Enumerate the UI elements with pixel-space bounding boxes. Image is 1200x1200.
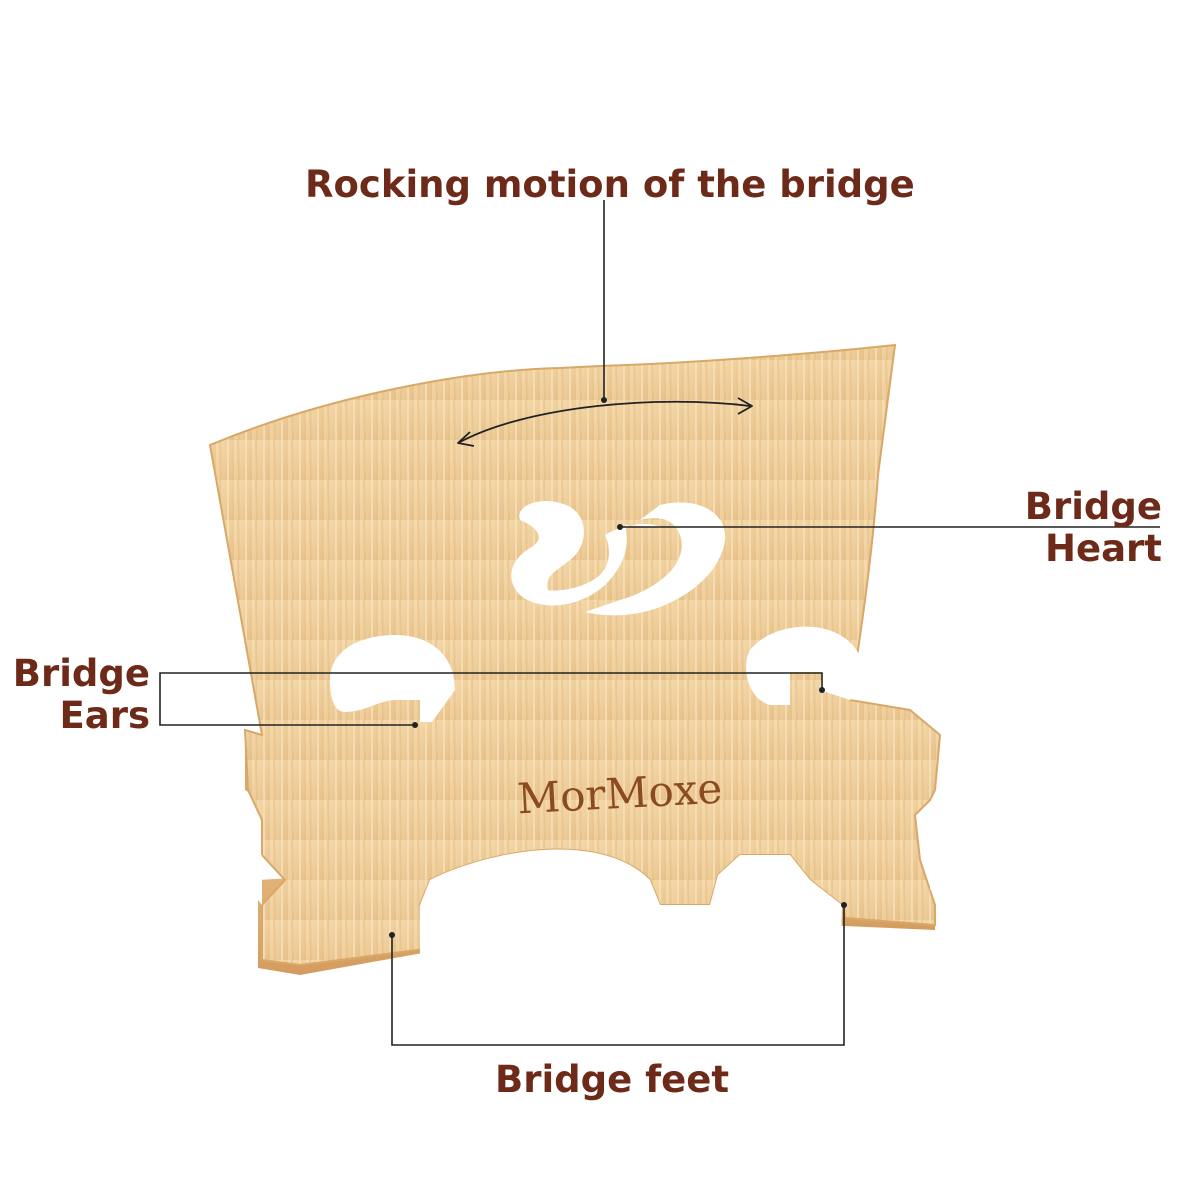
bridge-side-notch-right xyxy=(930,830,948,890)
label-bridge-heart: Bridge Heart xyxy=(1000,486,1162,570)
label-bridge-heart-line2: Heart xyxy=(1000,528,1162,570)
label-bridge-ears-line2: Ears xyxy=(10,695,150,737)
label-bridge-feet: Bridge feet xyxy=(495,1059,729,1101)
label-bridge-ears-line1: Bridge xyxy=(10,653,150,695)
label-rocking-motion: Rocking motion of the bridge xyxy=(305,164,915,206)
bridge-side-notch-left xyxy=(248,855,262,905)
label-bridge-ears: Bridge Ears xyxy=(10,653,150,737)
bridge-arch-cutout xyxy=(420,850,842,1000)
label-bridge-heart-line1: Bridge xyxy=(1000,486,1162,528)
